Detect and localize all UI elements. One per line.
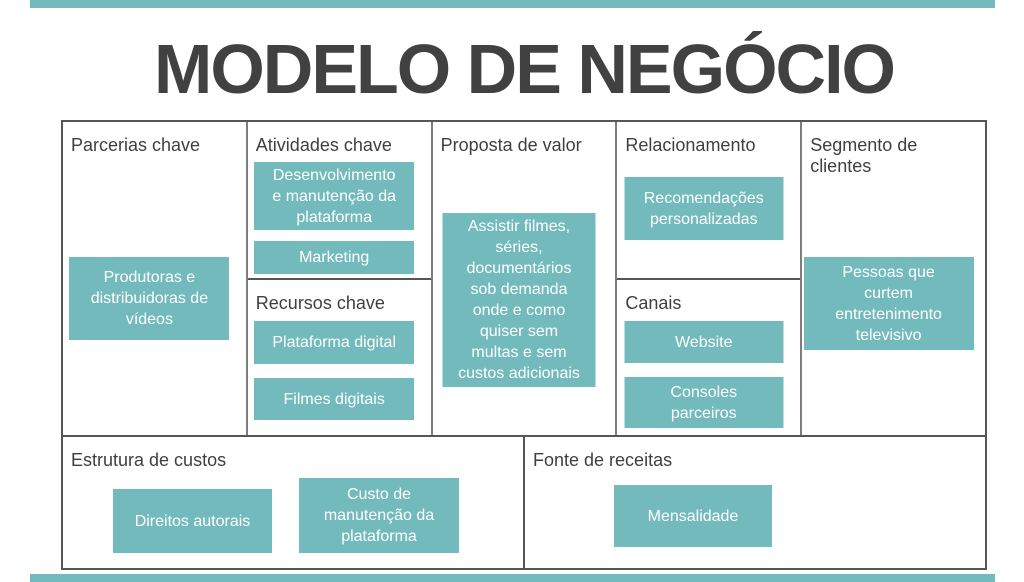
box-mensalidade: Mensalidade [614,485,772,547]
section-segmento-de-clientes: Segmento de clientes Pessoas que curtem … [802,122,985,435]
box-filmes-digitais: Filmes digitais [254,378,415,420]
box-desenvolvimento-manutencao: Desenvolvimento e manutenção da platafor… [254,162,415,230]
canvas-top-area: Parcerias chave Produtoras e distribuido… [63,122,985,435]
section-canais-header: Canais [625,293,682,313]
section-receitas-header: Fonte de receitas [533,450,673,470]
top-accent-bar [30,0,995,8]
page-title: MODELO DE NEGÓCIO [154,30,896,108]
section-relacionamento-header: Relacionamento [625,135,756,155]
box-custo-manutencao: Custo de manutenção da plataforma [299,478,459,553]
section-parcerias-chave: Parcerias chave Produtoras e distribuido… [63,122,248,435]
section-estrutura-de-custos: Estrutura de custos Direitos autorais Cu… [63,437,525,570]
section-custos-header: Estrutura de custos [71,450,227,470]
section-canais: Canais Website Consoles parceiros [617,280,800,435]
section-recursos-header: Recursos chave [255,293,385,313]
section-fonte-de-receitas: Fonte de receitas Mensalidade [525,437,985,570]
box-consoles-parceiros: Consoles parceiros [624,377,784,428]
section-proposta-de-valor: Proposta de valor Assistir filmes, série… [433,122,618,435]
box-recomendacoes-personalizadas: Recomendações personalizadas [624,177,784,240]
box-website: Website [624,321,784,363]
box-pessoas-entretenimento: Pessoas que curtem entretenimento televi… [803,257,974,350]
column-atividades-recursos: Atividades chave Desenvolvimento e manut… [247,122,433,435]
section-recursos-chave: Recursos chave Plataforma digital Filmes… [248,280,431,435]
section-atividades-chave: Atividades chave Desenvolvimento e manut… [247,122,431,280]
column-relacionamento-canais: Relacionamento Recomendações personaliza… [617,122,803,435]
business-model-canvas: Parcerias chave Produtoras e distribuido… [61,120,987,570]
box-marketing: Marketing [254,241,415,274]
section-parcerias-header: Parcerias chave [71,135,201,155]
section-relacionamento: Relacionamento Recomendações personaliza… [617,122,801,280]
box-produtoras-distribuidoras: Produtoras e distribuidoras de vídeos [69,257,230,340]
box-direitos-autorais: Direitos autorais [113,489,272,553]
bottom-accent-bar [30,574,995,582]
box-plataforma-digital: Plataforma digital [254,321,415,364]
section-atividades-header: Atividades chave [255,135,392,155]
box-assistir-filmes: Assistir filmes, séries, documentários s… [442,213,596,387]
canvas-bottom-row: Estrutura de custos Direitos autorais Cu… [63,435,985,570]
section-proposta-header: Proposta de valor [440,135,582,155]
section-segmento-header: Segmento de clientes [810,135,918,176]
